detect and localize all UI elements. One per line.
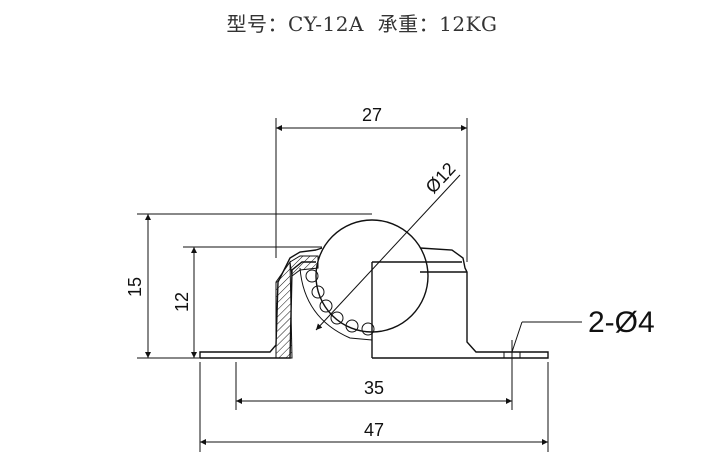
dim-ball-diameter-label: Ø12 bbox=[422, 159, 460, 198]
dim-top-width-label: 27 bbox=[362, 105, 382, 125]
dim-total-width-label: 47 bbox=[364, 420, 384, 440]
load-value: 12KG bbox=[439, 12, 498, 36]
diagram-title: 型号：CY-12A 承重：12KG bbox=[0, 8, 724, 37]
dim-hole-spacing-label: 35 bbox=[364, 378, 384, 398]
main-ball bbox=[315, 219, 429, 333]
hatched-wall bbox=[275, 260, 293, 359]
dim-holes-callout: 2-Ø4 bbox=[511, 306, 655, 353]
dim-total-height-label: 15 bbox=[125, 277, 145, 297]
dim-holes-callout-label: 2-Ø4 bbox=[588, 306, 655, 339]
dim-hole-spacing: 35 bbox=[235, 362, 513, 410]
dim-total-width: 47 bbox=[199, 362, 549, 452]
ball-transfer-unit bbox=[199, 219, 549, 362]
load-label: 承重： bbox=[377, 12, 440, 36]
dim-ball-diameter: Ø12 bbox=[315, 159, 461, 331]
dim-body-height: 12 bbox=[172, 246, 322, 358]
support-balls bbox=[305, 269, 375, 336]
dim-body-height-label: 12 bbox=[172, 292, 192, 312]
dim-top-width: 27 bbox=[275, 105, 468, 262]
model-value: CY-12A bbox=[287, 12, 364, 36]
model-label: 型号： bbox=[226, 12, 288, 36]
dim-total-height: 15 bbox=[125, 213, 372, 359]
